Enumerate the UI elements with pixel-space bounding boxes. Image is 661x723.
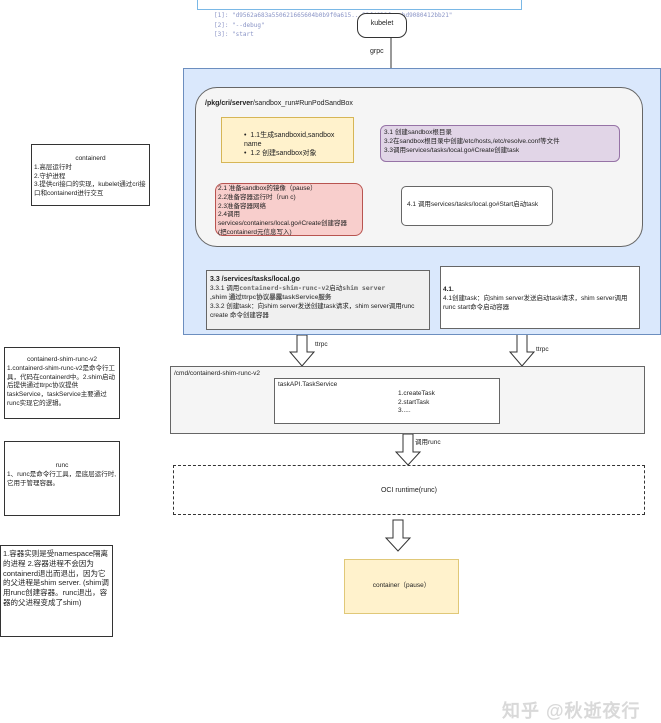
cri-server-path: /pkg/cri/server/sandbox_run#RunPodSandBo… <box>205 99 353 108</box>
step-2-line: 2.4调用 <box>218 211 241 219</box>
local-go-box: 3.3 /services/tasks/local.go 3.3.1 调用con… <box>206 270 430 330</box>
step-3-line: 3.3调用services/tasks/local.go#Create创建tas… <box>384 146 520 154</box>
container-pause-label: container（pause） <box>372 582 431 589</box>
container-pause-box: container（pause） <box>344 559 459 614</box>
step-3-line: 3.1 创建sandbox根目录 <box>384 129 452 136</box>
shim-path: /cmd/containerd-shim-runc-v2 <box>174 370 260 377</box>
step-3-box: 3.1 创建sandbox根目录 3.2在sandbox根目录中创建/etc/h… <box>380 125 620 162</box>
runc-arrow <box>394 433 422 466</box>
task-service-box: taskAPI.TaskService 1.createTask 2.start… <box>274 378 500 424</box>
oci-runtime-label: OCI runtime(runc) <box>380 487 437 494</box>
start-task-title: 4.1. <box>443 286 454 293</box>
ttrpc-label-right: ttrpc <box>536 346 549 353</box>
start-task-box: 4.1. 4.1创建task：向shim server发送启动task请求，sh… <box>440 266 640 329</box>
local-go-line: 3.3.2 创建task：向shim server发送创建task请求，shim… <box>210 302 415 319</box>
call-runc-label: 调用runc <box>415 439 441 446</box>
step-1-box: • 1.1生成sandboxid,sandbox name • 1.2 创建sa… <box>221 117 354 163</box>
cri-path-bold: /pkg/cri/server <box>205 100 253 107</box>
note-process: 1.容器实则是受namespace隔离的进程 2.容器进程不会因为contain… <box>0 545 113 637</box>
note-runc-body: 1、runc是命令行工具，是底层运行时,它用于管理容器。 <box>7 470 117 487</box>
task-method: 2.startTask <box>398 398 430 406</box>
note-runc-title: runc <box>55 462 69 469</box>
note-containerd-title: containerd <box>75 155 106 162</box>
terminal-window <box>197 0 522 10</box>
step-3-line: 3.2在sandbox根目录中创建/etc/hosts,/etc/resolve… <box>384 137 560 145</box>
ttrpc-label-left: ttrpc <box>315 341 328 348</box>
terminal-line: [2]: "--debug" <box>214 21 265 29</box>
terminal-line: [3]: "start <box>214 31 254 39</box>
note-containerd: containerd 1.高层运行时 2.守护进程 3.提供cri接口的实现，k… <box>31 144 150 206</box>
container-arrow <box>384 519 412 552</box>
grpc-label: grpc <box>370 48 384 55</box>
start-task-body: 4.1创建task：向shim server发送启动task请求，shim se… <box>443 294 628 311</box>
task-methods: 1.createTask 2.startTask 3..... <box>278 390 496 416</box>
step-2-line: 2.2准备容器运行时（run c) <box>218 193 296 201</box>
step-1-line: • 1.1生成sandboxid,sandbox name <box>244 132 335 149</box>
kubelet-node: kubelet <box>357 13 407 38</box>
step-1-line: • 1.2 创建sandbox对象 <box>244 150 317 158</box>
terminal-args: [1]: "d9562a683a550621665604b0b9f0a615..… <box>214 11 484 40</box>
watermark: 知乎 @秋逝夜行 <box>502 701 641 721</box>
note-process-body: 1.容器实则是受namespace隔离的进程 2.容器进程不会因为contain… <box>3 549 109 607</box>
kubelet-label: kubelet <box>370 20 394 27</box>
step-2-line: 2.3准备容器网络 <box>218 202 267 210</box>
terminal-line: [1]: "d9562a683a550621665604b0b9f0a615..… <box>214 12 453 19</box>
note-containerd-line: 1.高层运行时 <box>34 163 72 171</box>
note-shim: containerd-shim-runc-v2 1.containerd-shi… <box>4 347 120 419</box>
step-4-text: 4.1 调用services/tasks/local.go#Start启动tas… <box>407 201 539 208</box>
oci-runtime-box: OCI runtime(runc) <box>173 465 645 515</box>
note-containerd-line: 3.提供cri接口的实现，kubelet通过cri接口和containerd进行… <box>34 181 146 198</box>
local-go-line: ,shim 通过ttrpc协议暴露taskService服务 <box>210 294 332 302</box>
step-4-box: 4.1 调用services/tasks/local.go#Start启动tas… <box>401 186 553 226</box>
task-service-title: taskAPI.TaskService <box>278 381 338 388</box>
task-method: 3..... <box>398 407 411 415</box>
local-go-title: 3.3 /services/tasks/local.go <box>210 276 300 283</box>
note-runc: runc 1、runc是命令行工具，是底层运行时,它用于管理容器。 <box>4 441 120 516</box>
step-2-line: services/containers/local.go#Create创建容器 <box>218 220 347 228</box>
task-method: 1.createTask <box>398 389 435 397</box>
ttrpc-arrow-left <box>288 334 316 367</box>
step-2-box: 2.1 准备sandbox的镜像（pause） 2.2准备容器运行时（run c… <box>215 183 363 236</box>
note-containerd-line: 2.守护进程 <box>34 172 66 180</box>
step-2-line: (把containerd元信息写入) <box>218 228 292 236</box>
note-shim-body: 1.containerd-shim-runc-v2是命令行工具，代码在conta… <box>7 364 116 407</box>
cri-path-rest: /sandbox_run#RunPodSandBox <box>252 100 353 107</box>
ttrpc-arrow-right <box>508 330 536 367</box>
step-2-line: 2.1 准备sandbox的镜像（pause） <box>218 185 317 192</box>
note-shim-title: containerd-shim-runc-v2 <box>26 356 98 363</box>
local-go-line: 3.3.1 调用containerd-shim-runc-v2启动shim se… <box>210 284 386 293</box>
